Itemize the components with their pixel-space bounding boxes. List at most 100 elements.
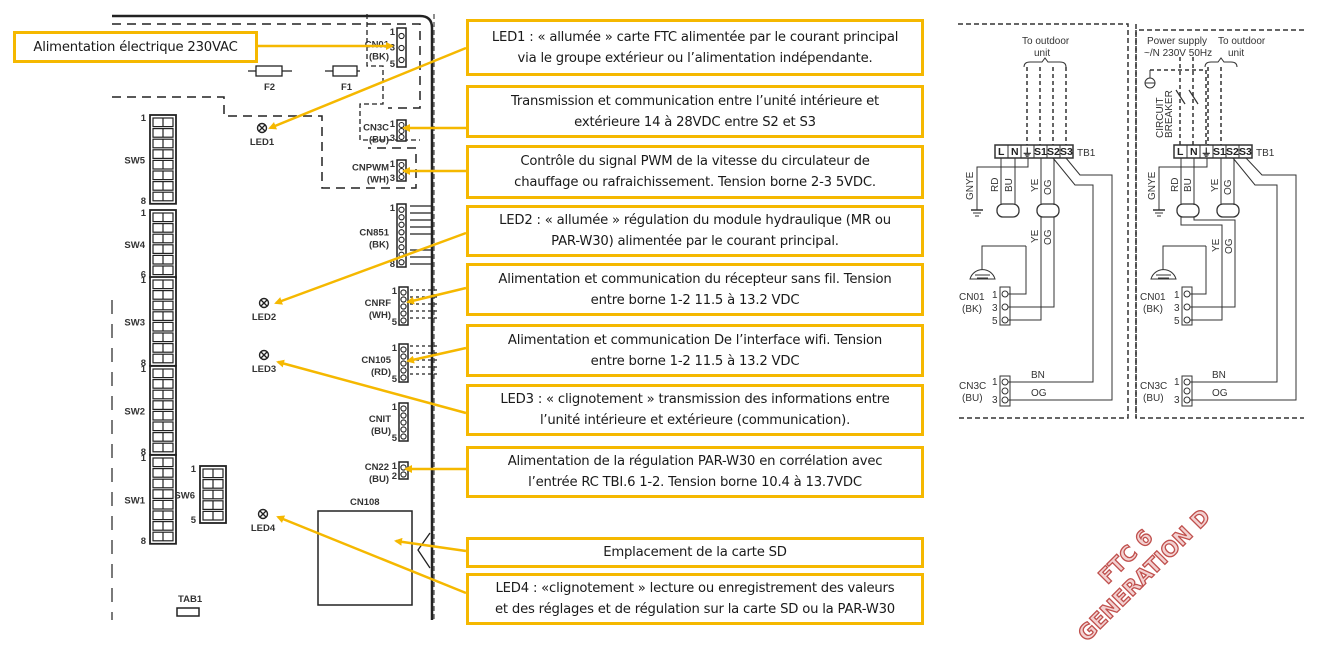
led-label: LED4: [251, 523, 276, 534]
wr-term-s3: S3: [1239, 146, 1252, 158]
wr-ye2: YE: [1211, 238, 1222, 252]
fuse-f2: [248, 65, 292, 77]
wl-term-s3: S3: [1060, 146, 1073, 158]
wr-tb1: TB1: [1256, 148, 1275, 159]
wr-power-label-2: ~/N 230V 50Hz: [1144, 48, 1212, 59]
callout-led2-line2: PAR-W30) alimentée par le courant princi…: [551, 234, 839, 249]
led-2-indicator: [258, 297, 270, 309]
connector-last-pin-label: 5: [392, 317, 398, 328]
connector-last-pin-label: 5: [392, 374, 398, 385]
arrow-led2: [274, 231, 467, 305]
callout-led4-line1: LED4 : «clignotement » lecture ou enregi…: [495, 581, 895, 596]
wr-term-n: N: [1190, 146, 1198, 158]
connector-first-pin-label: 1: [392, 402, 398, 413]
connector-last-pin-label: 5: [392, 433, 398, 444]
connector-last-pin-label: 8: [390, 259, 395, 270]
callout-cnpwm-line1: Contrôle du signal PWM de la vitesse du …: [520, 154, 870, 169]
connector-color-label: (BU): [369, 135, 389, 146]
led-1-indicator: [256, 122, 268, 134]
wr-top-label-1: To outdoor: [1218, 36, 1266, 47]
wr-cn3c-pin3: 3: [1174, 395, 1180, 406]
connector-last-pin-label: 3: [390, 173, 395, 184]
fuse-f2-label: F2: [264, 82, 275, 93]
connector-cn105: [398, 343, 409, 383]
wr-og: OG: [1223, 179, 1234, 195]
callout-led2-line1: LED2 : « allumée » régulation du module …: [499, 213, 891, 228]
wl-cn3c-pin3: 3: [992, 395, 998, 406]
wr-term-s1: S1: [1213, 146, 1226, 158]
callout-power-line1: Alimentation électrique 230VAC: [33, 39, 238, 55]
callout-power-supply: Alimentation électrique 230VAC: [13, 31, 258, 63]
callout-arrows: [258, 42, 467, 595]
arrow-led4: [276, 515, 467, 595]
dip-switch-sw6: [199, 465, 227, 524]
sd-card-slot-cn108: [317, 510, 413, 606]
wl-bu: BU: [1004, 178, 1015, 192]
callout-cnrf-line1: Alimentation et communication du récepte…: [498, 271, 892, 287]
fuse-f1-label: F1: [341, 82, 353, 93]
connector-color-label: (WH): [369, 310, 391, 321]
fuse-f1: [325, 65, 360, 77]
wl-og2: OG: [1043, 229, 1054, 245]
wr-cn3c-color: (BU): [1143, 393, 1164, 404]
connector-last-pin-label: 3: [390, 133, 395, 144]
wl-term-n: N: [1011, 146, 1019, 158]
wl-cn01-color: (BK): [962, 304, 982, 315]
led-label: LED2: [252, 312, 276, 323]
connector-name-label: CNIT: [369, 414, 391, 425]
wr-breaker-2: BREAKER: [1164, 90, 1175, 138]
wr-cn01-pin1: 1: [1174, 290, 1180, 301]
switch-name-label: SW5: [124, 155, 145, 166]
connector-last-pin-label: 2: [392, 471, 397, 482]
callout-cn105-line2: entre borne 1-2 11.5 à 13.2 VDC: [590, 353, 800, 369]
switch-first-pin-label: 1: [141, 453, 147, 464]
switch-name-label: SW1: [124, 495, 145, 506]
cn851-bus-lines: [410, 205, 432, 265]
wr-term-s2: S2: [1226, 146, 1239, 158]
sd-slot-notch: [417, 532, 431, 569]
wl-top-label-1: To outdoor: [1022, 36, 1070, 47]
wl-term-l: L: [998, 146, 1005, 158]
connector-color-label: (RD): [371, 367, 391, 378]
switch-first-pin-label: 1: [141, 208, 147, 219]
connector-first-pin-label: 1: [392, 461, 398, 472]
wr-bu: BU: [1183, 178, 1194, 192]
wr-cn01-pin3: 3: [1174, 303, 1180, 314]
wl-gnye: GNYE: [965, 171, 976, 200]
connector-cn22: [398, 461, 409, 480]
wl-bn: BN: [1031, 370, 1045, 381]
wl-og: OG: [1043, 179, 1054, 195]
callout-cn3c-line2: extérieure 14 à 28VDC entre S2 et S3: [574, 114, 816, 130]
callout-cnrf: Alimentation et communication du récepte…: [466, 263, 924, 316]
connector-first-pin-label: 1: [392, 343, 398, 354]
switch-last-pin-label: 8: [141, 447, 146, 458]
switch-last-pin-label: 8: [141, 536, 146, 547]
wr-gnye: GNYE: [1147, 171, 1158, 200]
switch-name-label: SW2: [124, 406, 145, 417]
switch-last-pin-label: 5: [191, 515, 197, 526]
wiring-left-labels: To outdoor unit L N ⏚ S1 S2 S3 TB1 GNYE …: [959, 36, 1096, 406]
dip-switch-sw4: [149, 209, 177, 279]
callout-cn22-line1: Alimentation de la régulation PAR-W30 en…: [507, 454, 883, 469]
wr-cn01: CN01: [1140, 292, 1166, 303]
wl-top-label-2: unit: [1034, 48, 1050, 59]
switch-first-pin-label: 1: [141, 113, 147, 124]
switch-last-pin-label: 8: [141, 358, 146, 369]
callout-led1-line2: via le groupe extérieur ou l’alimentatio…: [517, 50, 873, 66]
wl-rd: RD: [990, 178, 1001, 192]
callout-cn22: Alimentation de la régulation PAR-W30 en…: [466, 446, 924, 498]
connector-cnrf: [398, 286, 409, 326]
wl-cn3c-pin1: 1: [992, 377, 998, 388]
pcb-diagram: F2 F1 CN108 TAB1 18SW516SW418SW318SW218S…: [111, 14, 1304, 620]
wr-rd: RD: [1170, 178, 1181, 192]
connector-color-label: (BU): [369, 474, 389, 485]
connector-name-label: CN3C: [363, 123, 389, 134]
arrow-sd: [394, 537, 467, 553]
wr-term-earth: ⏚: [1201, 147, 1212, 159]
wr-top-label-2: unit: [1228, 48, 1244, 59]
callout-led4: LED4 : «clignotement » lecture ou enregi…: [466, 573, 924, 625]
callout-cn22-line2: l’entrée RC TBI.6 1-2. Tension borne 10.…: [528, 475, 862, 490]
connector-mid-pin-label: 3: [390, 43, 395, 54]
connector-name-label: CN105: [361, 355, 391, 366]
wl-cn3c: CN3C: [959, 381, 986, 392]
